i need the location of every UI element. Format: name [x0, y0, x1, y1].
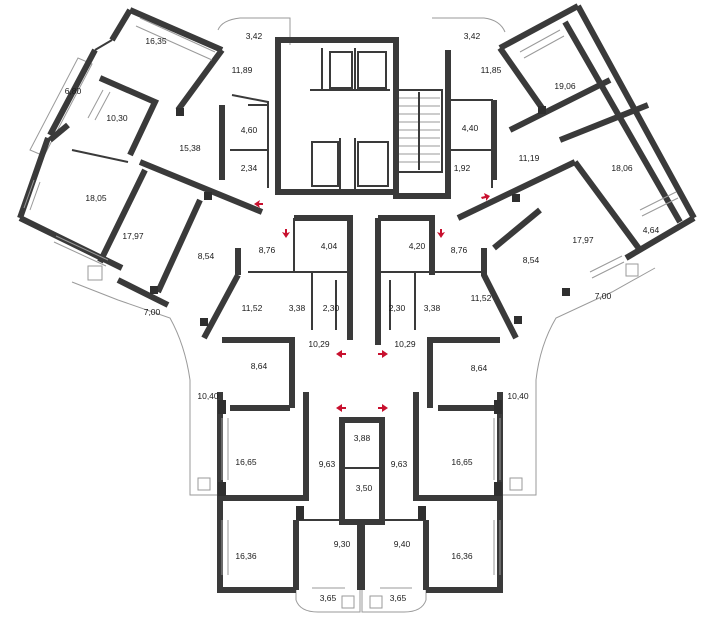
wall-bottom-center: [357, 520, 365, 590]
room-area-label: 11,85: [481, 65, 502, 75]
arrow-5: [336, 350, 346, 358]
room-area-label: 8,54: [523, 255, 540, 265]
room-area-label: 3,65: [320, 593, 337, 603]
room-area-label: 16,36: [451, 551, 473, 561]
room-area-label: 16,35: [145, 36, 167, 46]
arrow-6: [378, 350, 388, 358]
room-area-label: 4,64: [643, 225, 660, 235]
room-area-label: 2,30: [323, 303, 340, 313]
room-area-label: 9,40: [394, 539, 411, 549]
room-area-label: 6,80: [65, 86, 82, 96]
room-area-label: 16,65: [451, 457, 473, 467]
arrow-4: [481, 193, 490, 201]
columns: [150, 106, 570, 520]
window-icon: [23, 17, 679, 589]
room-area-label: 9,30: [334, 539, 351, 549]
arrow-8: [378, 404, 388, 412]
arrow-1: [254, 200, 263, 208]
wall-top-left-wing: [128, 7, 224, 53]
room-area-label: 8,76: [451, 245, 468, 255]
room-area-label: 18,06: [611, 163, 633, 173]
arrow-2: [282, 229, 290, 238]
exterior-walls: [17, 3, 697, 593]
arrow-7: [336, 404, 346, 412]
core-partitions: [310, 48, 390, 192]
room-area-label: 3,38: [289, 303, 306, 313]
terrace-box-1: [87, 265, 103, 281]
room-area-label: 18,05: [85, 193, 107, 203]
room-area-label: 10,30: [106, 113, 128, 123]
room-area-label: 11,52: [471, 293, 492, 303]
room-area-label: 3,42: [464, 31, 481, 41]
balcony-box-2: [369, 595, 383, 609]
room-area-label: 11,89: [232, 65, 253, 75]
room-area-label: 10,29: [394, 339, 416, 349]
room-area-label: 4,04: [321, 241, 338, 251]
room-area-label: 8,76: [259, 245, 276, 255]
wall-left-wing-base: [116, 277, 170, 308]
entrance-arrow-icon: [254, 193, 490, 412]
room-area-label: 16,65: [235, 457, 257, 467]
room-area-label: 7,00: [144, 307, 161, 317]
shaft: [311, 141, 339, 187]
room-area-label: 10,40: [507, 391, 529, 401]
top-balcony-right: [432, 17, 506, 33]
left-terrace-outline: [71, 281, 222, 496]
room-area-label: 3,65: [390, 593, 407, 603]
room-area-label: 2,34: [241, 163, 258, 173]
room-area-label: 3,88: [354, 433, 371, 443]
room-area-label: 7,00: [595, 291, 612, 301]
building-core: [275, 37, 451, 199]
balcony-box-1: [341, 595, 355, 609]
core-side-wall: [393, 50, 451, 199]
wall-left-leg: [217, 392, 296, 593]
stair-icon: [395, 89, 443, 173]
room-area-label: 17,97: [572, 235, 594, 245]
wall-left-mid: [47, 48, 98, 137]
room-area-label: 4,40: [462, 123, 479, 133]
room-area-label: 9,63: [391, 459, 408, 469]
room-area-label: 8,54: [198, 251, 215, 261]
terrace-box-4: [625, 263, 639, 277]
room-area-label: 10,40: [197, 391, 219, 401]
room-area-label: 8,64: [471, 363, 488, 373]
interior-walls: [48, 39, 650, 525]
room-area-label: 17,97: [122, 231, 144, 241]
room-area-label: 11,52: [242, 303, 263, 313]
room-area-label: 16,36: [235, 551, 257, 561]
room-area-label: 8,64: [251, 361, 268, 371]
terrace-box-2: [197, 477, 211, 491]
terrace-box-3: [509, 477, 523, 491]
lift-2: [357, 51, 387, 89]
room-area-label: 9,63: [319, 459, 336, 469]
bottom-balcony-right: [361, 585, 427, 613]
room-area-label: 4,20: [409, 241, 426, 251]
wall-top-right-wing: [498, 3, 580, 51]
wall-right-inner-diag: [562, 20, 683, 224]
room-area-label: 2,30: [389, 303, 406, 313]
room-labels: 16,35 3,42 3,42 11,89 11,85 19,06 6,80 1…: [65, 31, 660, 603]
room-area-label: 11,19: [519, 153, 540, 163]
room-area-label: 3,38: [424, 303, 441, 313]
room-area-label: 10,29: [308, 339, 330, 349]
shaft-2: [357, 141, 389, 187]
room-area-label: 4,60: [241, 125, 258, 135]
room-area-label: 1,92: [454, 163, 471, 173]
right-terrace-outline: [500, 267, 656, 496]
wall-left-upper: [109, 8, 133, 42]
lift-1: [329, 51, 353, 89]
wall-right-bottom: [624, 215, 696, 261]
room-area-label: 15,38: [179, 143, 201, 153]
balcony-outlines: [29, 17, 656, 613]
room-area-label: 3,50: [356, 483, 373, 493]
bottom-balcony-left: [295, 585, 361, 613]
arrow-3: [437, 229, 445, 238]
room-area-label: 19,06: [554, 81, 576, 91]
room-area-label: 3,42: [246, 31, 263, 41]
top-balcony-left: [217, 17, 291, 45]
